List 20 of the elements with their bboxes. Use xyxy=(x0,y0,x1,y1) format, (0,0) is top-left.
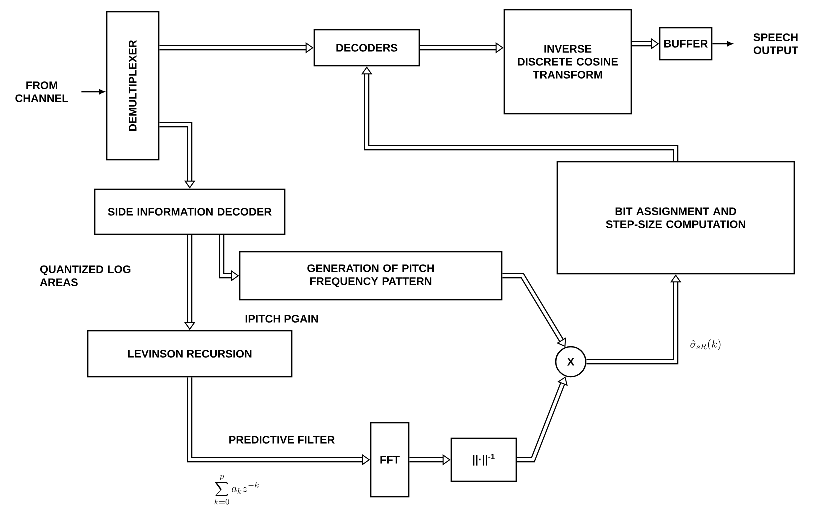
arrow xyxy=(712,42,733,46)
process-box: LEVINSON RECURSION xyxy=(87,330,293,378)
signal-label: QUANTIZED LOG AREAS xyxy=(40,266,131,286)
process-box: GENERATION OF PITCH FREQUENCY PATTERN xyxy=(239,251,503,301)
process-box: DECODERS xyxy=(314,29,420,67)
process-box: BUFFER xyxy=(659,27,713,61)
process-box: DEMULTIPLEXER xyxy=(106,11,160,161)
process-box: INVERSE DISCRETE COSINE TRANSFORM xyxy=(504,9,632,115)
process-box: SIDE INFORMATION DECODER xyxy=(94,188,286,236)
arrow xyxy=(82,90,105,94)
arrow xyxy=(502,273,566,348)
signal-label: IPITCH PGAIN xyxy=(246,315,318,323)
edge-label: PREDICTIVE FILTER xyxy=(228,435,336,445)
process-box: FFT xyxy=(370,422,410,498)
io-label: FROM CHANNEL xyxy=(16,82,68,102)
formula-label: $\sum_{k=0}^{p} a_k z^{-k}$ xyxy=(214,475,259,505)
process-box: ||·||$^{-1}$ xyxy=(450,438,518,482)
process-box: BIT ASSIGNMENT AND STEP-SIZE COMPUTATION xyxy=(556,161,796,275)
formula-label: $\hat{\sigma}_{sR}(k)$ xyxy=(690,340,721,350)
io-label: SPEECH OUTPUT xyxy=(754,34,798,54)
